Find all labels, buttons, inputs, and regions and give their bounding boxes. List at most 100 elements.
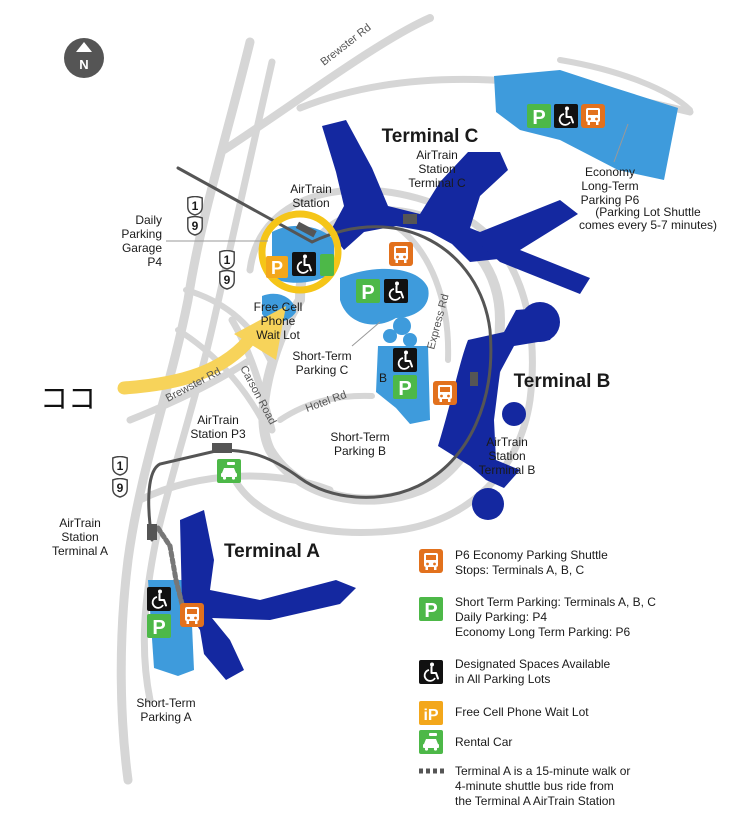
airtrain-label-p4: AirTrain Station <box>290 182 332 210</box>
route-1-9-road-inner <box>140 58 276 704</box>
svg-text:Daily Parking: P4: Daily Parking: P4 <box>455 610 547 624</box>
svg-text:4-minute shuttle bus ride from: 4-minute shuttle bus ride from <box>455 779 614 793</box>
svg-text:Long-Term: Long-Term <box>581 179 638 193</box>
svg-text:P: P <box>361 282 374 304</box>
terminal-a-icons: P <box>147 587 204 639</box>
parking-icon: P <box>356 279 380 304</box>
p4-icons: P <box>266 252 334 278</box>
legend: P6 Economy Parking Shuttle Stops: Termin… <box>419 548 656 808</box>
short-term-b-marker: B <box>379 371 387 385</box>
svg-text:Terminal A: Terminal A <box>52 544 108 558</box>
legend-item: Designated Spaces Available in All Parki… <box>419 657 611 686</box>
terminal-b-building <box>438 308 560 488</box>
svg-text:Parking C: Parking C <box>296 363 349 377</box>
svg-text:Stops: Terminals A, B, C: Stops: Terminals A, B, C <box>455 563 584 577</box>
short-term-c-leader-line <box>351 321 381 347</box>
short-term-c-label: Short-Term Parking C <box>292 349 351 377</box>
airtrain-label-p3: AirTrain Station P3 <box>190 413 246 441</box>
annotation-label: ココ <box>40 383 96 414</box>
terminal-b-concourse-end <box>502 402 526 426</box>
airtrain-label-b: AirTrain Station Terminal B <box>479 435 536 477</box>
accessible-icon <box>147 587 171 611</box>
cell-phone-lot-icon: P <box>266 256 288 278</box>
short-term-a-label: Short-Term Parking A <box>136 696 195 724</box>
svg-text:AirTrain: AirTrain <box>290 182 332 196</box>
route-shield-icon: 1 9 <box>219 250 235 290</box>
svg-text:Station: Station <box>61 530 98 544</box>
svg-text:9: 9 <box>192 219 199 233</box>
p6-leader-line <box>613 123 629 163</box>
short-term-lot-c-blob <box>393 317 411 335</box>
svg-text:Parking: Parking <box>121 227 162 241</box>
shuttle-bus-icon <box>180 603 204 627</box>
parking-icon: P <box>147 614 171 639</box>
svg-text:Short Term Parking: Terminals: Short Term Parking: Terminals A, B, C <box>455 595 656 609</box>
svg-text:Terminal B: Terminal B <box>479 463 536 477</box>
svg-text:Free Cell Phone Wait Lot: Free Cell Phone Wait Lot <box>455 705 589 719</box>
parking-icon: P <box>419 597 443 622</box>
brewster-road <box>220 14 434 154</box>
svg-text:1: 1 <box>224 253 231 267</box>
svg-text:Station: Station <box>418 162 455 176</box>
svg-text:comes every 5-7 minutes): comes every 5-7 minutes) <box>579 218 717 232</box>
svg-text:AirTrain: AirTrain <box>416 148 458 162</box>
pointer-arrow <box>117 306 286 395</box>
svg-text:Phone: Phone <box>261 314 296 328</box>
brewster-road-label: Brewster Rd <box>318 22 373 69</box>
airtrain-station-a-marker <box>147 524 157 540</box>
highlight-circle <box>258 210 342 294</box>
svg-text:P: P <box>152 617 165 639</box>
north-label: N <box>79 57 88 72</box>
svg-text:AirTrain: AirTrain <box>59 516 101 530</box>
pointer-arrow-head <box>234 306 286 360</box>
svg-text:Parking B: Parking B <box>334 444 386 458</box>
brewster-road-lower <box>126 356 254 424</box>
svg-text:Station P3: Station P3 <box>190 427 246 441</box>
accessible-icon <box>393 348 417 372</box>
hotel-road <box>277 392 375 423</box>
airtrain-station-c-marker <box>403 214 417 224</box>
accessible-icon <box>384 279 408 303</box>
legend-item: P Short Term Parking: Terminals A, B, C … <box>419 595 656 639</box>
svg-text:P4: P4 <box>147 255 162 269</box>
terminal-a-label: Terminal A <box>224 541 320 562</box>
legend-item: P6 Economy Parking Shuttle Stops: Termin… <box>419 548 608 577</box>
shuttle-bus-icon <box>433 381 457 405</box>
p6-icons: P <box>527 104 605 129</box>
svg-text:Daily: Daily <box>135 213 162 227</box>
accessible-icon <box>419 660 443 684</box>
svg-text:9: 9 <box>224 273 231 287</box>
svg-text:Economy Long Term Parking: P6: Economy Long Term Parking: P6 <box>455 625 631 639</box>
shuttle-bus-icon <box>581 104 605 128</box>
short-term-lot-c-blob <box>383 329 397 343</box>
svg-text:Economy: Economy <box>585 165 635 179</box>
svg-text:Free Cell: Free Cell <box>254 300 303 314</box>
short-term-lot-c-blob <box>403 333 417 347</box>
route-shield-icon: 1 9 <box>187 196 203 236</box>
parking-icon <box>320 254 334 276</box>
route-1-9-road <box>116 37 255 785</box>
airtrain-station-p4-marker <box>295 221 317 238</box>
route-shield-icon: 1 9 <box>112 456 128 498</box>
svg-text:P6 Economy Parking Shuttle: P6 Economy Parking Shuttle <box>455 548 608 562</box>
p6-road <box>557 57 693 113</box>
airtrain-line <box>147 166 493 607</box>
svg-text:Parking A: Parking A <box>140 710 191 724</box>
short-term-b-icons: B P <box>379 348 417 400</box>
legend-item: iP Free Cell Phone Wait Lot <box>419 701 589 725</box>
svg-text:Short-Term: Short-Term <box>330 430 389 444</box>
parking-icon: P <box>527 104 551 129</box>
svg-text:1: 1 <box>117 459 124 473</box>
accessible-icon <box>554 104 578 128</box>
airtrain-station-b-marker <box>470 372 478 386</box>
svg-text:(Parking Lot Shuttle: (Parking Lot Shuttle <box>595 205 701 219</box>
accessible-icon <box>292 252 316 276</box>
svg-text:Terminal A is a 15-minute walk: Terminal A is a 15-minute walk or <box>455 764 630 778</box>
hotel-road-label: Hotel Rd <box>304 389 348 415</box>
svg-text:P: P <box>424 600 437 622</box>
terminal-a-walkway <box>155 525 185 607</box>
svg-text:Terminal C: Terminal C <box>408 176 466 190</box>
svg-text:Station: Station <box>292 196 329 210</box>
terminal-b-concourse-end <box>520 302 560 342</box>
